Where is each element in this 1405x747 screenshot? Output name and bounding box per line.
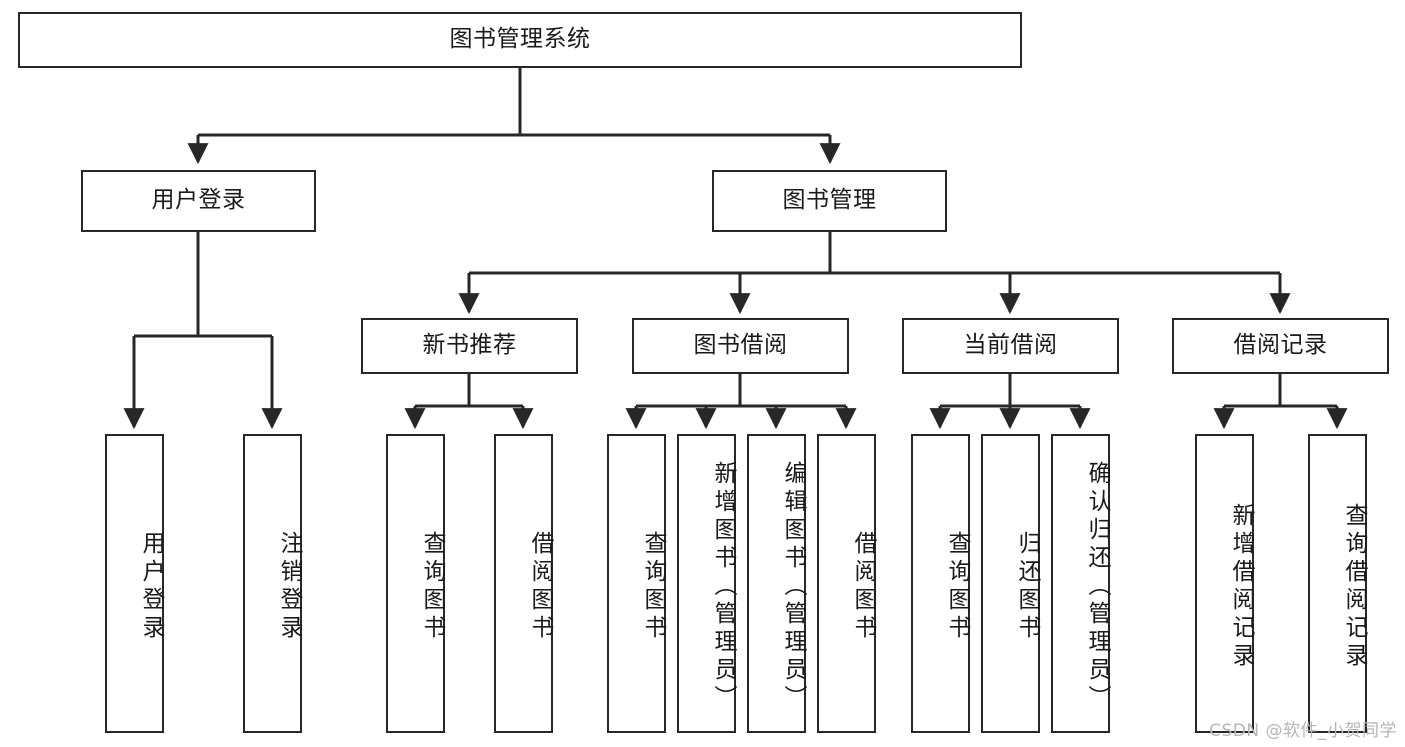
leaf-label: 新增借阅记录 (1228, 502, 1254, 671)
leaf-user-login-login[interactable]: 用户登录 (105, 434, 164, 733)
node-book-borrow[interactable]: 图书借阅 (632, 318, 849, 374)
leaf-borrow-query-book[interactable]: 查询图书 (607, 434, 666, 733)
leaf-label: 查询图书 (944, 530, 970, 643)
leaf-current-query-book[interactable]: 查询图书 (911, 434, 970, 733)
leaf-label: 归还图书 (1014, 530, 1040, 643)
leaf-borrow-edit-book-admin[interactable]: 编辑图书（管理员） (747, 434, 806, 733)
node-book-management[interactable]: 图书管理 (712, 170, 947, 232)
leaf-label: 查询图书 (640, 530, 666, 643)
leaf-record-add-record[interactable]: 新增借阅记录 (1195, 434, 1254, 733)
csdn-watermark: CSDN @软件_小贺同学 (1209, 721, 1397, 741)
leaf-user-login-logout[interactable]: 注销登录 (243, 434, 302, 733)
leaf-current-confirm-return-admin[interactable]: 确认归还（管理员） (1051, 434, 1110, 733)
leaf-label: 用户登录 (138, 530, 164, 643)
leaf-label: 注销登录 (276, 530, 302, 643)
leaf-recommend-query-book[interactable]: 查询图书 (386, 434, 445, 733)
leaf-recommend-borrow-book[interactable]: 借阅图书 (494, 434, 553, 733)
leaf-label: 查询借阅记录 (1341, 502, 1367, 671)
leaf-borrow-borrow-book[interactable]: 借阅图书 (817, 434, 876, 733)
node-current-borrow[interactable]: 当前借阅 (902, 318, 1119, 374)
leaf-current-return-book[interactable]: 归还图书 (981, 434, 1040, 733)
leaf-label: 新增图书（管理员） (710, 460, 736, 713)
leaf-label: 编辑图书（管理员） (780, 460, 806, 713)
node-user-login[interactable]: 用户登录 (81, 170, 316, 232)
leaf-record-query-record[interactable]: 查询借阅记录 (1308, 434, 1367, 733)
leaf-label: 确认归还（管理员） (1084, 460, 1110, 713)
node-borrow-record[interactable]: 借阅记录 (1172, 318, 1389, 374)
leaf-label: 借阅图书 (527, 530, 553, 643)
node-new-book-recommend[interactable]: 新书推荐 (361, 318, 578, 374)
leaf-borrow-add-book-admin[interactable]: 新增图书（管理员） (677, 434, 736, 733)
node-root-system[interactable]: 图书管理系统 (18, 12, 1022, 68)
leaf-label: 查询图书 (419, 530, 445, 643)
leaf-label: 借阅图书 (850, 530, 876, 643)
